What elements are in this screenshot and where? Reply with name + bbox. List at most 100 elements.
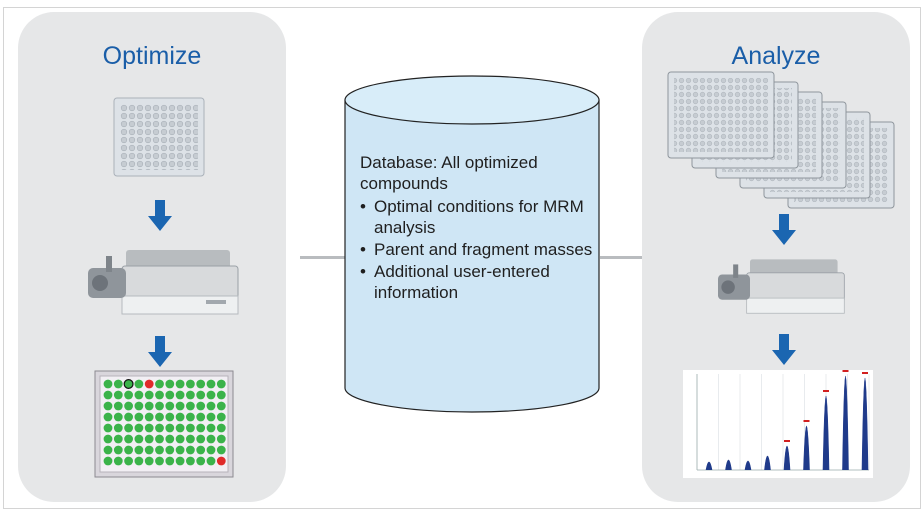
analyze-title: Analyze: [731, 42, 821, 70]
plate-well: [155, 390, 164, 400]
plate-well: [103, 412, 113, 422]
plate-well: [186, 401, 195, 411]
plate-well: [134, 401, 144, 411]
plate-well: [165, 379, 175, 389]
plate-well: [196, 434, 206, 444]
plate-well: [206, 456, 216, 466]
plate-well: [134, 456, 144, 466]
down-arrow-icon: [148, 336, 172, 367]
plate-well: [103, 423, 113, 433]
plate-well: [134, 434, 144, 444]
plate-well: [144, 456, 154, 466]
chromatogram-peak: [764, 455, 771, 471]
connector-line-right: [600, 256, 642, 259]
plate-well: [103, 456, 113, 466]
chromatogram-peak: [803, 426, 810, 471]
plate-well: [186, 412, 195, 422]
plate-well: [134, 379, 144, 389]
plate-well: [124, 390, 133, 400]
plate-well: [216, 423, 226, 433]
plate-well: [186, 445, 195, 455]
plate-well: [113, 456, 123, 466]
chromatogram-box: [683, 370, 873, 478]
plate-well: [206, 434, 216, 444]
optimize-title: Optimize: [102, 42, 202, 70]
plate-well: [103, 401, 113, 411]
plate-well: [165, 390, 175, 400]
plate-well: [216, 456, 226, 466]
database-item: Optimal conditions for MRM analysis: [360, 196, 600, 238]
plate-well: [196, 390, 206, 400]
plate-well: [124, 423, 133, 433]
chromatogram-peak-marker: [803, 420, 810, 422]
plate-well: [206, 379, 216, 389]
plate-well: [165, 434, 175, 444]
plate-well: [103, 445, 113, 455]
database-heading: Database: All optimized compounds: [360, 153, 538, 193]
plate-well: [155, 379, 164, 389]
plate-well: [165, 401, 175, 411]
plate-well: [155, 456, 164, 466]
plate-well: [196, 412, 206, 422]
down-arrow-icon: [148, 200, 172, 231]
plate-well: [216, 401, 226, 411]
chromatogram-peak: [744, 460, 752, 471]
plate-well: [186, 423, 195, 433]
plate-well: [113, 390, 123, 400]
mass-spectrometer-image: [88, 250, 239, 315]
plate-well: [175, 423, 185, 433]
plate-well: [206, 412, 216, 422]
plate-well: [175, 401, 185, 411]
plate-well: [196, 445, 206, 455]
plate-well: [175, 445, 185, 455]
database-item: Parent and fragment masses: [360, 239, 600, 260]
plate-well: [206, 445, 216, 455]
plate-well: [196, 401, 206, 411]
plate-well: [134, 390, 144, 400]
results-plate-image: [94, 370, 234, 478]
plate-well: [206, 390, 216, 400]
plate-well: [175, 379, 185, 389]
plate-well: [175, 434, 185, 444]
chromatogram-peak: [842, 375, 849, 471]
chromatogram-peak: [822, 396, 830, 471]
database-list: Optimal conditions for MRM analysis Pare…: [360, 196, 600, 303]
plate-well: [155, 401, 164, 411]
stacked-well-plates-image: [667, 71, 895, 209]
plate-well: [144, 445, 154, 455]
plate-well: [123, 379, 134, 390]
plate-well: [144, 401, 154, 411]
chromatogram-peak: [725, 459, 732, 471]
down-arrow-icon: [772, 334, 796, 365]
chromatogram-peak-marker: [823, 390, 829, 392]
plate-well: [165, 423, 175, 433]
database-text: Database: All optimized compounds Optima…: [360, 152, 600, 303]
plate-well: [186, 456, 195, 466]
plate-well: [186, 434, 195, 444]
chromatogram-peak: [783, 445, 791, 471]
chromatogram-peak-marker: [784, 440, 790, 442]
plate-well: [113, 434, 123, 444]
plate-well: [113, 379, 123, 389]
plate-well: [124, 401, 133, 411]
plate-well: [144, 379, 154, 389]
chromatogram-peak-marker: [862, 372, 868, 374]
plate-well: [144, 412, 154, 422]
plate-well: [134, 412, 144, 422]
plate-well: [155, 445, 164, 455]
plate-well: [216, 412, 226, 422]
plate-well: [186, 390, 195, 400]
plate-well: [216, 445, 226, 455]
chromatogram-image: [696, 370, 870, 471]
plate-well: [144, 423, 154, 433]
plate-well: [196, 456, 206, 466]
chromatogram-peak-marker: [842, 370, 849, 372]
plate-well: [103, 379, 113, 389]
plate-well: [144, 434, 154, 444]
connector-line-left: [300, 256, 348, 259]
mass-spectrometer-image: [718, 259, 845, 314]
plate-well: [165, 445, 175, 455]
plate-well: [165, 412, 175, 422]
plate-well: [113, 423, 123, 433]
plate-well: [196, 379, 206, 389]
